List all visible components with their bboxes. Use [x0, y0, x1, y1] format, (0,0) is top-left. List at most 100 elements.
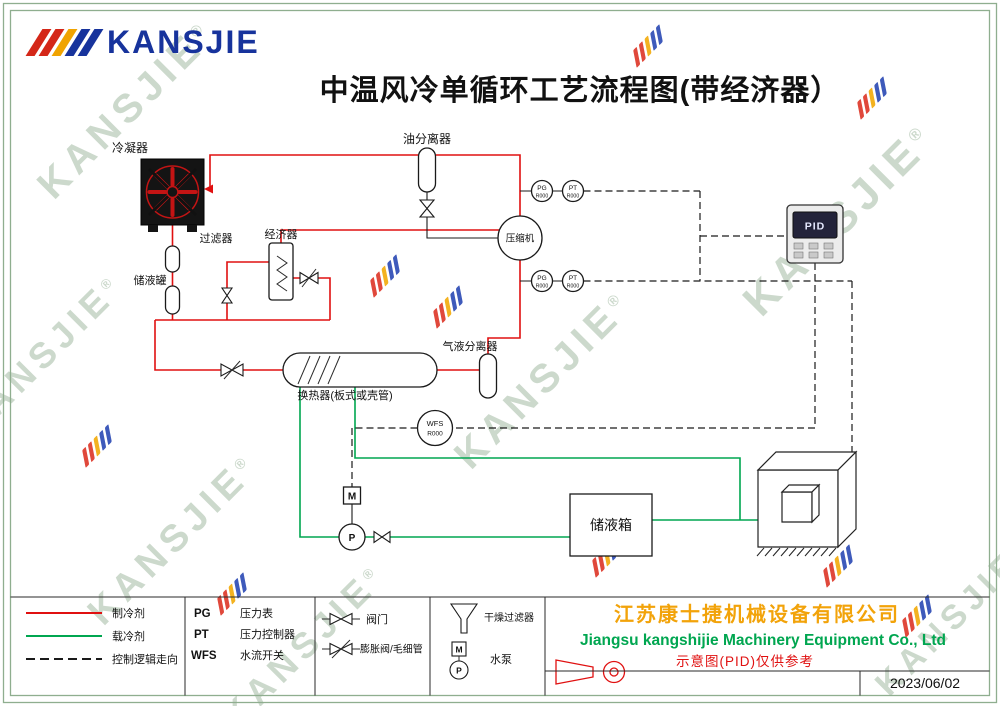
coolant-lines: [299, 387, 758, 538]
legend-dry-filter-name: 干燥过滤器: [484, 611, 534, 624]
condenser-label: 冷凝器: [112, 140, 148, 155]
storage-tank: 储液箱: [569, 493, 653, 557]
main-expansion-valve: [220, 360, 244, 380]
legend-pg-name: 压力表: [240, 606, 273, 620]
compressor: 压缩机: [497, 215, 543, 261]
legend-refrigerant-label: 制冷剂: [112, 606, 145, 620]
unit-inner-cube: [781, 491, 813, 523]
gauge-label: PG: [537, 185, 546, 192]
pump-label: P: [349, 533, 356, 544]
receiver-vessel: [164, 285, 181, 315]
heat-exchanger-vessel: [282, 352, 438, 388]
filter: 过滤器: [164, 232, 233, 273]
pid-screen: [792, 211, 838, 239]
gauge-pt-suction: PT R000: [561, 269, 585, 293]
company-name-cn: 江苏康士捷机械设备有限公司: [614, 602, 900, 626]
oil-separator-vessel: [417, 147, 437, 193]
wfs-code: R000: [427, 431, 443, 438]
economizer-coil: [276, 255, 288, 292]
oil-separator-label: 油分离器: [403, 131, 451, 146]
legend-coolant-label: 载冷剂: [112, 629, 145, 643]
kansjie-logo: KANSJIE: [25, 26, 260, 58]
gas-liquid-separator-label: 气液分离器: [443, 339, 498, 353]
legend-valve-name: 阀门: [366, 612, 388, 626]
drawing-date: 2023/06/02: [890, 675, 960, 691]
gauge-label: PT: [569, 275, 577, 282]
heat-exchanger-label: 换热器(板式或壳管): [297, 388, 392, 402]
wfs-circle: [416, 409, 454, 447]
legend-control-label: 控制逻辑走向: [112, 652, 178, 666]
legend-pump-name: 水泵: [490, 653, 512, 666]
condenser-unit: 冷凝器: [112, 140, 205, 232]
pid-buttons: [793, 242, 834, 259]
pid-controller: PID: [786, 204, 844, 264]
condenser-foot: [148, 225, 158, 232]
legend-expansion-valve-symbol: [322, 639, 360, 659]
gauge-label: PG: [537, 275, 546, 282]
legend-wfs-abbr: WFS: [191, 650, 217, 662]
legend-dry-filter-symbol: [449, 603, 479, 634]
oil-separator: 油分离器: [403, 131, 451, 193]
gauge-pg-suction: PG R000: [530, 269, 554, 293]
legend-pump-symbol: M P: [449, 641, 469, 680]
gas-liquid-separator-vessel: [478, 353, 498, 399]
control-lines: [351, 190, 853, 487]
pump-valve: [373, 530, 391, 544]
legend-valve-symbol: [322, 612, 360, 626]
legend-pg-abbr: PG: [194, 608, 211, 620]
page-title: 中温风冷单循环工艺流程图(带经济器）: [320, 73, 841, 107]
storage-tank-label: 储液箱: [590, 517, 632, 533]
economizer-label: 经济器: [265, 227, 298, 241]
legend-wfs-name: 水流开关: [240, 648, 284, 662]
pump-circle: P: [338, 523, 366, 551]
projection-symbol-icon: [555, 659, 626, 685]
terminal-unit-3d: [756, 450, 858, 557]
black-pipes: [351, 190, 563, 524]
condenser-foot: [187, 225, 197, 232]
refrigerant-lines: [154, 154, 521, 371]
compressor-label: 压缩机: [506, 233, 535, 245]
heat-exchanger: 换热器(板式或壳管): [282, 352, 438, 402]
gauge-code: R000: [536, 194, 549, 200]
oil-return-valve: [418, 199, 436, 218]
legend-pt-name: 压力控制器: [240, 627, 295, 641]
wfs-label: WFS: [427, 419, 444, 428]
unit-right-face: [837, 450, 857, 549]
gauge-code: R000: [567, 194, 580, 200]
economizer-expansion-valve: [299, 268, 319, 288]
legend-pt-abbr: PT: [194, 629, 209, 641]
gauge-label: PT: [569, 185, 577, 192]
company-name-en: Jiangsu kangshijie Machinery Equipment C…: [580, 632, 946, 649]
motor-box: M: [342, 486, 362, 505]
ground-hatch: [756, 547, 837, 557]
receiver-label: 储液罐: [134, 273, 167, 287]
pid-screen-text: PID: [805, 221, 826, 233]
heat-exchanger-plates: [297, 355, 341, 385]
economizer-feed-valve: [220, 287, 234, 304]
legend-motor-label: M: [455, 645, 462, 655]
compressor-circle: [497, 215, 543, 261]
disclaimer-note: 示意图(PID)仅供参考: [676, 653, 814, 669]
motor-label: M: [348, 492, 356, 503]
filter-label: 过滤器: [200, 232, 233, 245]
economizer: 经济器: [265, 227, 298, 301]
gauge-code: R000: [567, 284, 580, 290]
kansjie-logo-slashes-icon: [25, 29, 104, 58]
filter-vessel: [164, 245, 181, 273]
economizer-vessel: [268, 242, 294, 301]
legend-pump-label: P: [456, 666, 462, 676]
gauge-pg-discharge: PG R000: [530, 179, 554, 203]
gauge-pt-discharge: PT R000: [561, 179, 585, 203]
condenser-fan-icon: [145, 165, 200, 219]
gas-liquid-separator: 气液分离器: [443, 339, 498, 399]
gauge-code: R000: [536, 284, 549, 290]
receiver: 储液罐: [134, 273, 181, 315]
unit-inner-cube-side: [811, 483, 820, 524]
legend-expansion-name: 膨胀阀/毛细管: [360, 643, 423, 656]
footer: 江苏康士捷机械设备有限公司 Jiangsu kangshijie Machine…: [545, 602, 990, 696]
wfs-switch: WFS R000: [416, 409, 454, 447]
storage-tank-box: [569, 493, 653, 557]
